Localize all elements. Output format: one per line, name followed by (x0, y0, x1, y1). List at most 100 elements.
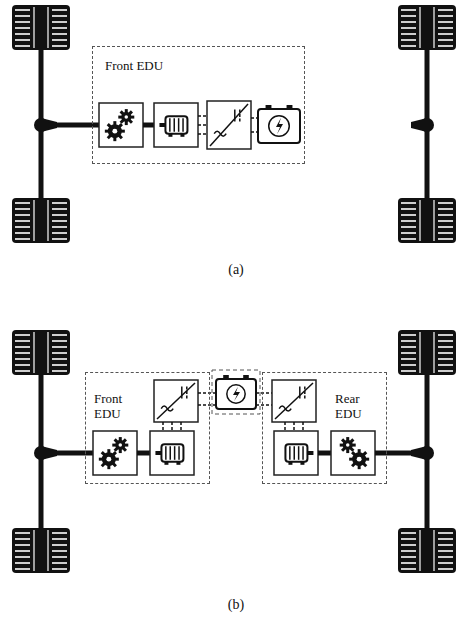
ac-symbol (214, 131, 226, 136)
motor-foot (180, 134, 184, 137)
tread (438, 538, 453, 540)
tread (52, 226, 67, 228)
motor-body (165, 116, 187, 134)
tread (438, 27, 453, 29)
tread (47, 7, 48, 48)
tread (15, 33, 30, 35)
tread (401, 33, 416, 35)
motor-fin (289, 446, 291, 460)
tread (438, 370, 453, 372)
tread (52, 39, 67, 41)
tread (52, 556, 67, 558)
ac-symbol (279, 406, 291, 411)
tread (15, 550, 30, 552)
motor-foot (300, 462, 304, 465)
battery-bolt (276, 118, 283, 135)
tire-body (12, 5, 70, 50)
tread (433, 7, 434, 48)
edu-dashed-box: Rear EDU (262, 372, 387, 484)
tread (438, 220, 453, 222)
tread (401, 544, 416, 546)
tread (438, 214, 453, 216)
tread (15, 352, 30, 354)
power-wire (293, 422, 295, 431)
tread (438, 568, 453, 570)
icon-frame (93, 431, 137, 475)
tread (401, 538, 416, 540)
tread (52, 340, 67, 342)
dc-symbol (299, 387, 301, 399)
tread (52, 346, 67, 348)
tread (52, 232, 67, 234)
power-wire (256, 404, 272, 406)
tire-body (12, 528, 70, 573)
unit-label: Rear EDU (335, 391, 377, 421)
battery-body (258, 109, 300, 143)
motor-fin (298, 446, 300, 460)
tread (33, 7, 34, 48)
tread (52, 562, 67, 564)
tire (12, 5, 70, 50)
tread (401, 556, 416, 558)
tread (52, 364, 67, 366)
power-wire (162, 422, 164, 431)
dc-symbol (234, 109, 236, 121)
tread (401, 562, 416, 564)
tread (15, 27, 30, 29)
battery-circle (269, 116, 290, 137)
tread (15, 39, 30, 41)
tread (438, 9, 453, 11)
tire-body (12, 198, 70, 243)
tread (438, 232, 453, 234)
dc-symbol (181, 387, 183, 399)
tread (52, 27, 67, 29)
power-wire (171, 422, 173, 431)
motor-fin (169, 118, 171, 132)
tread (52, 45, 67, 47)
gear (340, 437, 356, 453)
tread (15, 15, 30, 17)
tread (52, 568, 67, 570)
tread (15, 562, 30, 564)
tire (12, 330, 70, 375)
inverter-diagonal (275, 383, 313, 419)
gear (99, 449, 119, 469)
tread (15, 214, 30, 216)
power-wire (256, 392, 272, 394)
hub-wedge (411, 118, 427, 132)
tread (52, 370, 67, 372)
gear (118, 109, 134, 125)
tread (52, 532, 67, 534)
motor-fin (293, 446, 295, 460)
tread (52, 352, 67, 354)
tread (52, 538, 67, 540)
tire-body (398, 330, 456, 375)
power-wire (198, 392, 216, 394)
tread (401, 45, 416, 47)
unit-label: Front EDU (94, 391, 136, 421)
tread (419, 200, 420, 241)
gear-hole (125, 115, 129, 119)
tire-body (398, 198, 456, 243)
tread (52, 21, 67, 23)
tread (15, 232, 30, 234)
panel-label: (a) (228, 262, 244, 278)
tread (15, 334, 30, 336)
tread (52, 202, 67, 204)
tire (398, 5, 456, 50)
tread (438, 226, 453, 228)
tread (401, 27, 416, 29)
tread (15, 358, 30, 360)
battery-bolt (233, 387, 240, 401)
gear-body (343, 440, 353, 450)
gear (105, 121, 125, 141)
tread (15, 532, 30, 534)
tread (438, 352, 453, 354)
tread (401, 214, 416, 216)
icon-frame (99, 103, 143, 147)
tread (401, 364, 416, 366)
motor-fin (173, 118, 175, 132)
tread (401, 232, 416, 234)
inverter-frame (207, 101, 251, 149)
motor-fin (174, 446, 176, 460)
